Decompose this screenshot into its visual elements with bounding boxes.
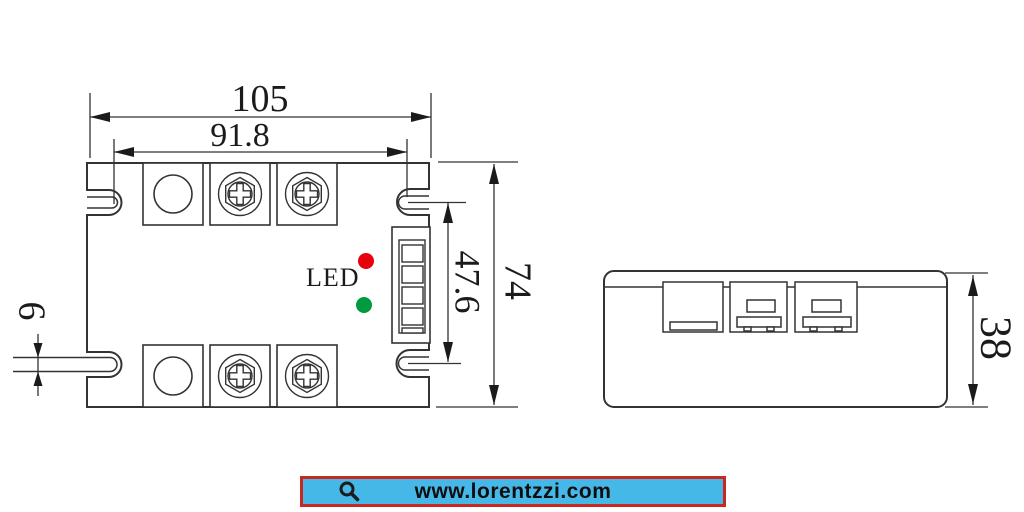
led-indicators: LED [306,253,374,313]
connector-pin [401,327,424,334]
search-icon [337,479,363,504]
terminal-screw [217,171,263,217]
terminal-hole [153,356,193,396]
connector-pin [401,307,424,326]
website-banner[interactable]: www.lorentzzi.com [300,476,726,507]
terminal-screw [217,353,263,399]
side-terminal-screw [729,281,788,333]
side-terminal-screw [794,281,858,333]
led-label: LED [306,263,360,292]
dim-label-91-8: 91.8 [210,117,270,154]
side-terminal-cover [662,281,724,333]
dimension-47-6: 47.6 [443,203,487,362]
terminal-hole [153,174,193,214]
led-green-dot [356,297,372,313]
dimension-74: 74 [436,161,539,408]
dim-label-38: 38 [972,316,1021,360]
connector-pin [401,265,424,284]
mounting-slot-top-right [397,195,429,210]
dim-label-47-6: 47.6 [447,251,487,314]
connector-pin [401,286,424,305]
dimension-105: 105 [89,78,432,158]
dim-label-6: 6 [11,302,53,321]
terminal-screw [284,171,330,217]
dimension-38: 38 [945,272,1021,408]
dimension-6: 6 [11,302,53,396]
mounting-slot-bottom-left [13,356,118,373]
side-view: 38 [603,270,1021,408]
dim-label-105: 105 [232,78,289,120]
dimension-91-8: 91.8 [113,117,408,204]
mounting-slot-top-left [87,196,119,209]
mounting-slot-bottom-right [397,356,429,371]
front-view: LED 105 91.8 74 [11,78,539,408]
led-red-dot [358,253,374,269]
website-url: www.lorentzzi.com [414,479,612,503]
terminal-screw [284,353,330,399]
connector-pin [401,244,424,263]
control-connector [391,226,431,344]
dim-label-74: 74 [497,262,539,300]
